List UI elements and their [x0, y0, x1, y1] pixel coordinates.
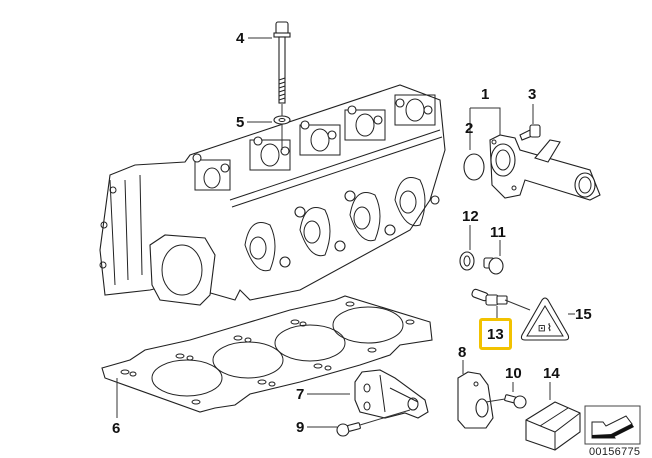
- callout-12[interactable]: 12: [462, 208, 479, 225]
- callout-6[interactable]: 6: [112, 420, 121, 437]
- callout-4[interactable]: 4: [236, 30, 245, 47]
- washer[interactable]: [273, 104, 291, 150]
- box-kit[interactable]: [525, 401, 581, 451]
- diagram-reference-number: 00156775: [589, 446, 641, 458]
- view-arrow-icon[interactable]: [584, 405, 641, 445]
- callout-15[interactable]: 15: [575, 306, 592, 323]
- gasket-ring-hole: [463, 255, 471, 267]
- svg-text:⌇: ⌇: [547, 323, 552, 334]
- callout-3[interactable]: 3: [528, 86, 537, 103]
- flange-bolt[interactable]: [519, 124, 541, 141]
- gasket-ring[interactable]: [459, 251, 475, 271]
- holder-plate[interactable]: [457, 371, 494, 429]
- hex-bolt-9[interactable]: [336, 422, 361, 437]
- cylinder-head-gasket[interactable]: [101, 295, 433, 413]
- cylinder-head-bolt[interactable]: [273, 21, 291, 104]
- svg-text:⊡: ⊡: [538, 324, 546, 334]
- callout-9[interactable]: 9: [296, 419, 305, 436]
- o-ring[interactable]: [463, 153, 485, 181]
- screw-plug[interactable]: [483, 257, 504, 275]
- callout-2[interactable]: 2: [465, 120, 474, 137]
- warning-label[interactable]: ⊡ ⌇: [520, 297, 570, 341]
- callout-1[interactable]: 1: [481, 86, 490, 103]
- bracket[interactable]: [354, 369, 429, 419]
- callout-7[interactable]: 7: [296, 386, 305, 403]
- callout-8[interactable]: 8: [458, 344, 467, 361]
- coolant-flange[interactable]: [489, 134, 601, 201]
- leader-lines: [116, 37, 575, 428]
- callout-5[interactable]: 5: [236, 114, 245, 131]
- callout-11[interactable]: 11: [490, 224, 506, 241]
- callout-13-highlighted[interactable]: 13: [479, 318, 512, 350]
- callout-10[interactable]: 10: [505, 365, 522, 382]
- callout-14[interactable]: 14: [543, 365, 560, 382]
- hex-bolt-10[interactable]: [504, 394, 527, 409]
- cylinder-head[interactable]: [99, 84, 446, 306]
- temperature-sensor[interactable]: [471, 288, 508, 306]
